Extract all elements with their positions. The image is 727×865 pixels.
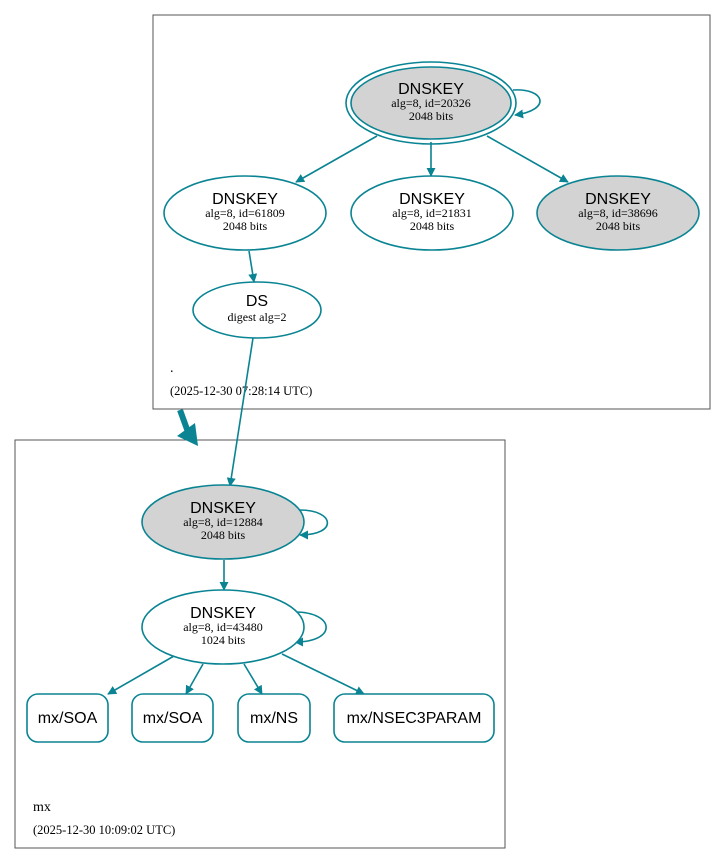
node-type: DNSKEY: [212, 191, 278, 208]
root-zone-timestamp: (2025-12-30 07:28:14 UTC): [170, 384, 312, 398]
node-info: alg=8, id=12884: [183, 515, 263, 529]
node-bits: 1024 bits: [201, 633, 246, 647]
node-info: digest alg=2: [227, 310, 286, 324]
record-label: mx/SOA: [143, 710, 203, 727]
node-root-ds: DS digest alg=2: [192, 281, 322, 339]
node-info: alg=8, id=43480: [183, 620, 263, 634]
mx-zone-name: mx: [33, 800, 51, 815]
node-type: DS: [246, 293, 268, 310]
node-bits: 2048 bits: [410, 219, 455, 233]
edge-zsk1-ds: [248, 250, 258, 283]
edge-mx-zsk-self: [294, 611, 327, 647]
record-label: mx/SOA: [38, 710, 98, 727]
node-bits: 2048 bits: [223, 219, 268, 233]
node-info: alg=8, id=38696: [578, 206, 658, 220]
node-type: DNSKEY: [398, 81, 464, 98]
record-mx-nsec3param: mx/NSEC3PARAM: [333, 693, 495, 743]
node-root-zsk-21831: DNSKEY alg=8, id=21831 2048 bits: [350, 175, 514, 251]
node-info: alg=8, id=21831: [392, 206, 472, 220]
edge-root-ksk-self: [512, 89, 541, 119]
record-label: mx/NS: [250, 710, 298, 727]
edges: [107, 89, 569, 695]
edge-mx-zsk-nsec3param: [281, 653, 365, 695]
node-root-ksk: DNSKEY alg=8, id=20326 2048 bits: [345, 61, 517, 145]
node-mx-zsk: DNSKEY alg=8, id=43480 1024 bits: [141, 589, 305, 665]
node-type: DNSKEY: [399, 191, 465, 208]
mx-zone-timestamp: (2025-12-30 10:09:02 UTC): [33, 823, 175, 837]
edge-mx-zsk-ns: [243, 663, 263, 695]
node-bits: 2048 bits: [409, 109, 454, 123]
edge-mx-ksk-self: [299, 509, 329, 540]
edge-ds-mx-ksk: [226, 337, 254, 487]
edge-mx-zsk-soa2: [185, 663, 204, 695]
record-mx-ns: mx/NS: [237, 693, 311, 743]
record-label: mx/NSEC3PARAM: [347, 710, 482, 727]
node-type: DNSKEY: [585, 191, 651, 208]
root-zone-name: .: [170, 361, 174, 376]
edge-mx-zsk-soa1: [107, 655, 175, 695]
node-bits: 2048 bits: [596, 219, 641, 233]
node-mx-ksk: DNSKEY alg=8, id=12884 2048 bits: [141, 484, 305, 560]
node-bits: 2048 bits: [201, 528, 246, 542]
node-root-ksk-38696: DNSKEY alg=8, id=38696 2048 bits: [536, 175, 700, 251]
node-type: DNSKEY: [190, 605, 256, 622]
edge-root-ksk-ksk2: [486, 135, 569, 183]
node-info: alg=8, id=20326: [391, 96, 471, 110]
record-mx-soa-2: mx/SOA: [131, 693, 214, 743]
edge-root-ksk-zsk1: [295, 135, 378, 183]
node-type: DNSKEY: [190, 500, 256, 517]
node-root-zsk-61809: DNSKEY alg=8, id=61809 2048 bits: [163, 175, 327, 251]
record-mx-soa-1: mx/SOA: [26, 693, 109, 743]
node-info: alg=8, id=61809: [205, 206, 285, 220]
delegation-arrow: [177, 408, 198, 446]
